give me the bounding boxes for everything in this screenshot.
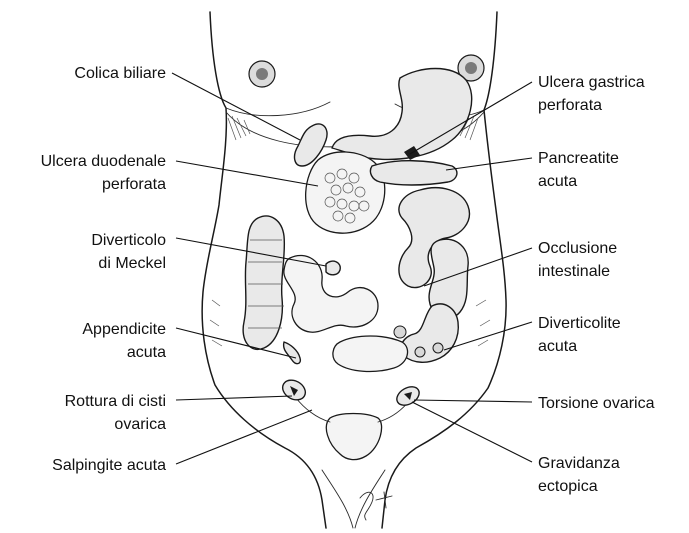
- label-diverticolo-line2: di Meckel: [98, 255, 166, 272]
- ascending-colon: [243, 216, 284, 349]
- pelvic-loop: [333, 336, 408, 371]
- label-rottura-line2: ovarica: [114, 416, 166, 433]
- label-salpingite: Salpingite acuta: [52, 457, 166, 474]
- label-gravidanza-line1: Gravidanza: [538, 455, 620, 472]
- descending-colon: [401, 304, 459, 362]
- label-appendicite-line1: Appendicite: [82, 321, 166, 338]
- artist-signature: [360, 492, 392, 520]
- label-torsione-ovarica: Torsione ovarica: [538, 395, 655, 412]
- pancreas-shape: [370, 161, 457, 185]
- label-occlusione-line2: intestinale: [538, 263, 610, 280]
- left-fallopian-tube: [296, 398, 330, 422]
- label-occlusione-line1: Occlusione: [538, 240, 617, 257]
- label-pancreatite-line2: acuta: [538, 173, 577, 190]
- stomach-shape: [332, 69, 472, 160]
- label-diverticolite-line1: Diverticolite: [538, 315, 621, 332]
- label-diverticolite-line2: acuta: [538, 338, 577, 355]
- label-ulcera-duodenale-line1: Ulcera duodenale: [41, 153, 167, 170]
- left-labels: Colica biliare Ulcera duodenale perforat…: [41, 65, 167, 474]
- label-ulcera-duodenale-line2: perforata: [102, 176, 166, 193]
- meckel-diverticulum: [326, 261, 340, 275]
- label-ulcera-gastrica-line2: perforata: [538, 97, 602, 114]
- appendix-shape: [284, 342, 301, 364]
- right-labels: Ulcera gastrica perforata Pancreatite ac…: [538, 74, 655, 495]
- label-appendicite-line2: acuta: [127, 344, 166, 361]
- label-diverticolo-line1: Diverticolo: [91, 232, 166, 249]
- duodenum-shape: [306, 152, 385, 233]
- label-pancreatite-line1: Pancreatite: [538, 150, 619, 167]
- uterus-shape: [326, 414, 381, 460]
- label-rottura-line1: Rottura di cisti: [65, 393, 166, 410]
- label-gravidanza-line2: ectopica: [538, 478, 598, 495]
- label-ulcera-gastrica-line1: Ulcera gastrica: [538, 74, 645, 91]
- label-colica-biliare: Colica biliare: [74, 65, 166, 82]
- organs: [243, 69, 472, 521]
